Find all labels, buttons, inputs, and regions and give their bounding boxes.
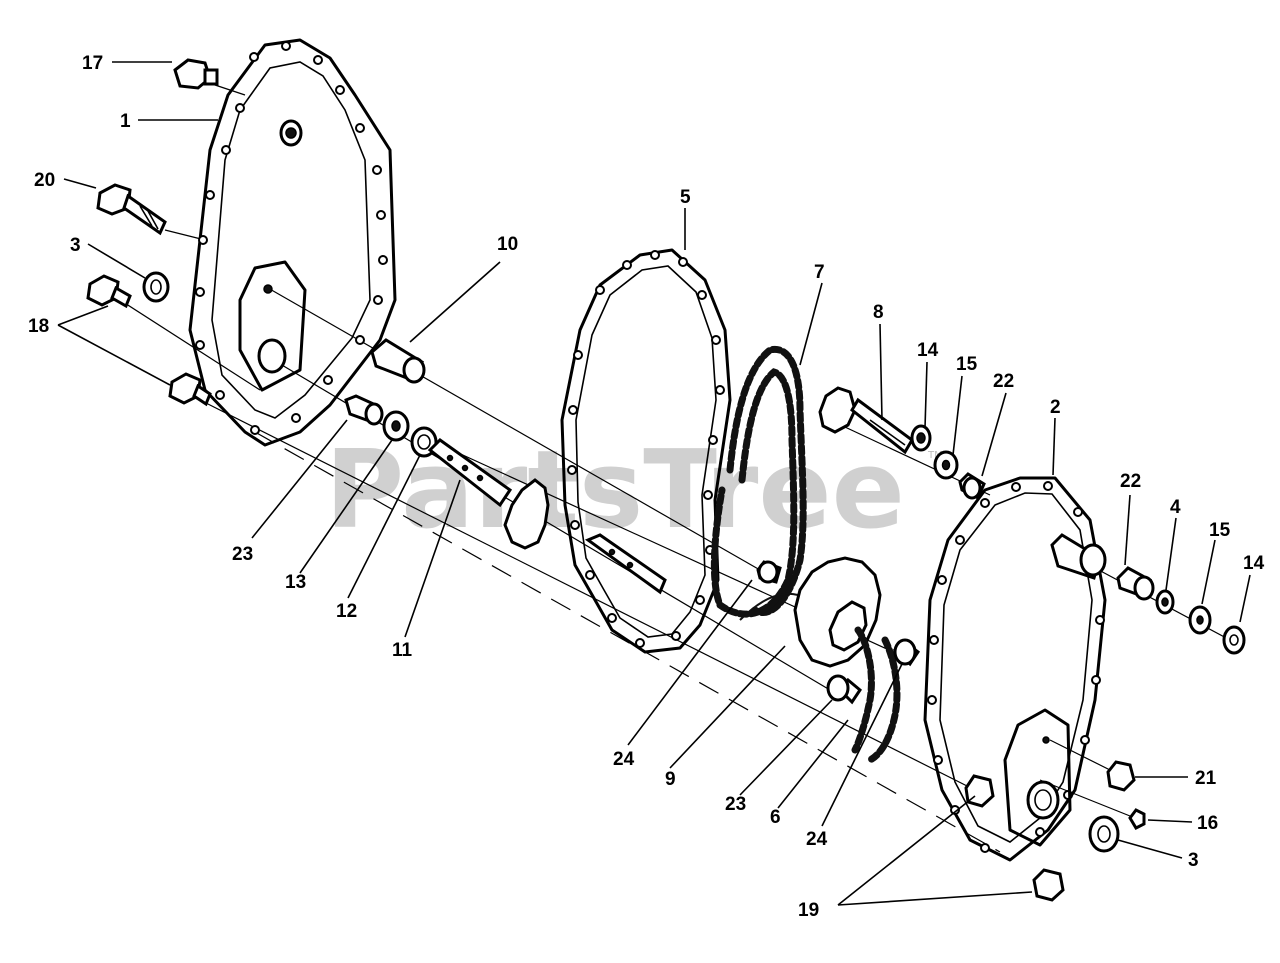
callout-15-upper: 15 — [956, 354, 978, 375]
callout-3-left: 3 — [70, 235, 81, 256]
callout-24-left: 24 — [613, 749, 635, 770]
sprocket-part-6 — [793, 556, 921, 764]
callout-3-right: 3 — [1188, 850, 1199, 871]
shaft-part-11 — [427, 438, 667, 595]
callout-20: 20 — [34, 170, 55, 191]
callout-19: 19 — [798, 900, 819, 921]
gasket-part-5 — [560, 248, 732, 654]
nut-part-16 — [1128, 808, 1146, 830]
nut-part-21 — [1106, 760, 1136, 792]
callout-9: 9 — [665, 769, 676, 790]
callout-17: 17 — [82, 53, 103, 74]
leader-lines — [57, 61, 1251, 906]
washer-part-3-left — [142, 271, 170, 303]
callout-15-right: 15 — [1209, 520, 1231, 541]
bolt-part-20 — [96, 183, 167, 236]
callout-14-right: 14 — [1243, 553, 1265, 574]
watermark-trademark: TM — [927, 450, 943, 461]
callout-21: 21 — [1195, 768, 1217, 789]
callout-14-upper: 14 — [917, 340, 939, 361]
spacer-part-24-left — [756, 560, 782, 584]
bolt-part-17 — [173, 58, 219, 90]
chain-part-7 — [710, 345, 807, 621]
callout-10: 10 — [497, 234, 518, 255]
callout-11: 11 — [392, 640, 413, 661]
callout-18: 18 — [28, 316, 49, 337]
bolts-part-18 — [86, 274, 212, 407]
right-cover-part-2 — [923, 476, 1107, 862]
callout-22-upper: 22 — [993, 371, 1014, 392]
washer-part-14-right — [1222, 625, 1246, 655]
callout-23-left: 23 — [232, 544, 253, 565]
callout-labels: 17 1 20 3 18 10 5 7 8 14 15 22 2 22 4 15… — [28, 53, 1265, 921]
callout-12: 12 — [336, 601, 357, 622]
spacer-part-22-right — [1116, 566, 1155, 601]
spacer-part-23-left — [344, 394, 384, 426]
callout-1: 1 — [120, 111, 131, 132]
left-cover-part-1 — [188, 38, 397, 447]
spacer-part-10 — [370, 338, 426, 384]
callout-2: 2 — [1050, 397, 1061, 418]
callout-13: 13 — [285, 572, 306, 593]
callout-22-right: 22 — [1120, 471, 1141, 492]
callout-4: 4 — [1170, 497, 1181, 518]
callout-5: 5 — [680, 187, 691, 208]
callout-8: 8 — [873, 302, 884, 323]
spacer-part-22-upper — [958, 472, 986, 501]
callout-7: 7 — [814, 262, 825, 283]
callout-6: 6 — [770, 807, 781, 828]
callout-24-right: 24 — [806, 829, 828, 850]
callout-16: 16 — [1197, 813, 1218, 834]
washer-part-3-right — [1088, 815, 1120, 853]
callout-23-right: 23 — [725, 794, 746, 815]
